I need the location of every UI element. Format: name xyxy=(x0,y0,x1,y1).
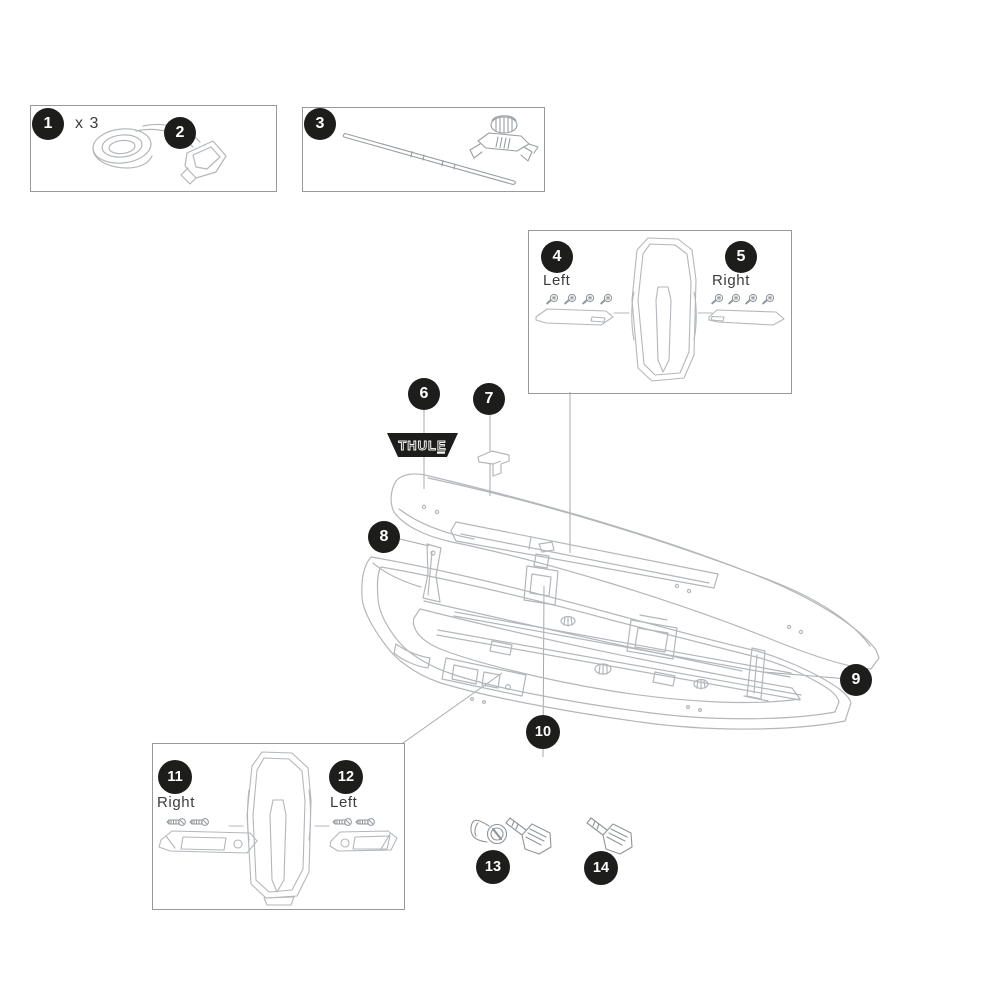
corner-trim-left-icon xyxy=(329,830,398,852)
screw-icon xyxy=(546,293,559,305)
side-trim-right-label: Right xyxy=(712,272,751,289)
callout-4-number: 4 xyxy=(552,248,562,265)
side-trim-left-icon xyxy=(535,308,614,326)
callout-3-number: 3 xyxy=(315,115,325,132)
callout-10-number: 10 xyxy=(534,724,552,740)
key-icon xyxy=(505,817,552,855)
callout-14: 14 xyxy=(584,851,618,885)
lid-lifter-strut-left xyxy=(422,543,442,603)
callout-9-number: 9 xyxy=(851,671,861,688)
callout-1: 1 xyxy=(32,108,64,140)
screw-icon xyxy=(600,293,613,305)
screw-icon xyxy=(355,818,375,826)
callout-12: 12 xyxy=(329,760,363,794)
callout-7-number: 7 xyxy=(484,390,494,407)
front-lock-plate xyxy=(441,657,527,697)
screw-icon xyxy=(728,293,741,305)
roofbox-top-view-icon xyxy=(631,237,697,382)
thule-logo-badge: THULE xyxy=(387,433,458,457)
leader-lines xyxy=(399,392,849,758)
callout-6-number: 6 xyxy=(419,385,429,402)
roofbox-open-illustration xyxy=(361,473,880,730)
strap-icon xyxy=(92,123,201,169)
callout-8-number: 8 xyxy=(379,528,389,545)
leader-line-8 xyxy=(399,538,430,547)
quantity-label: x 3 xyxy=(75,115,100,132)
screw-icon xyxy=(189,818,209,826)
callout-6: 6 xyxy=(408,378,440,410)
group-box-side-trims xyxy=(528,230,792,394)
corner-trim-right-icon xyxy=(158,830,258,854)
side-trim-right-icon xyxy=(708,309,785,326)
clamp-icon xyxy=(469,115,539,162)
roofbox-base xyxy=(361,541,852,730)
callout-3: 3 xyxy=(304,108,336,140)
callout-14-number: 14 xyxy=(592,860,610,876)
callout-2: 2 xyxy=(164,117,196,149)
key-icon xyxy=(586,817,633,855)
screw-icon xyxy=(166,818,186,826)
corner-trim-right-label: Right xyxy=(157,794,196,811)
logo-sweden-mark xyxy=(437,451,445,454)
lock-cylinder-icon xyxy=(470,819,508,845)
callout-5-number: 5 xyxy=(736,248,746,265)
group-box-straps xyxy=(30,105,277,192)
group-box-rod xyxy=(302,107,545,192)
callout-7: 7 xyxy=(473,383,505,415)
strap-buckle-icon xyxy=(180,140,227,185)
screw-icon xyxy=(582,293,595,305)
side-trim-left-label: Left xyxy=(543,272,571,289)
callout-1-number: 1 xyxy=(43,115,53,132)
callout-5: 5 xyxy=(725,241,757,273)
callout-12-number: 12 xyxy=(337,769,355,785)
screw-icon xyxy=(745,293,758,305)
callout-13: 13 xyxy=(476,850,510,884)
screw-icon xyxy=(564,293,577,305)
central-lock-mechanism xyxy=(523,541,559,606)
thule-logo-text: THULE xyxy=(398,438,446,453)
screw-icon xyxy=(762,293,775,305)
leader-line-corner-trims xyxy=(402,672,503,744)
callout-4: 4 xyxy=(541,241,573,273)
group-box-corner-trims xyxy=(152,743,405,910)
callout-13-number: 13 xyxy=(484,859,502,875)
callout-11: 11 xyxy=(158,760,192,794)
callout-9: 9 xyxy=(840,664,872,696)
roofbox-top-view-icon xyxy=(246,751,312,906)
screw-icon xyxy=(332,818,352,826)
screw-icon xyxy=(711,293,724,305)
mounting-clip-icon xyxy=(477,450,510,477)
callout-8: 8 xyxy=(368,521,400,553)
callout-2-number: 2 xyxy=(175,124,185,141)
tension-rod-icon xyxy=(342,132,516,186)
corner-trim-left-label: Left xyxy=(330,794,358,811)
callout-11-number: 11 xyxy=(167,769,183,785)
callout-10: 10 xyxy=(526,715,560,749)
